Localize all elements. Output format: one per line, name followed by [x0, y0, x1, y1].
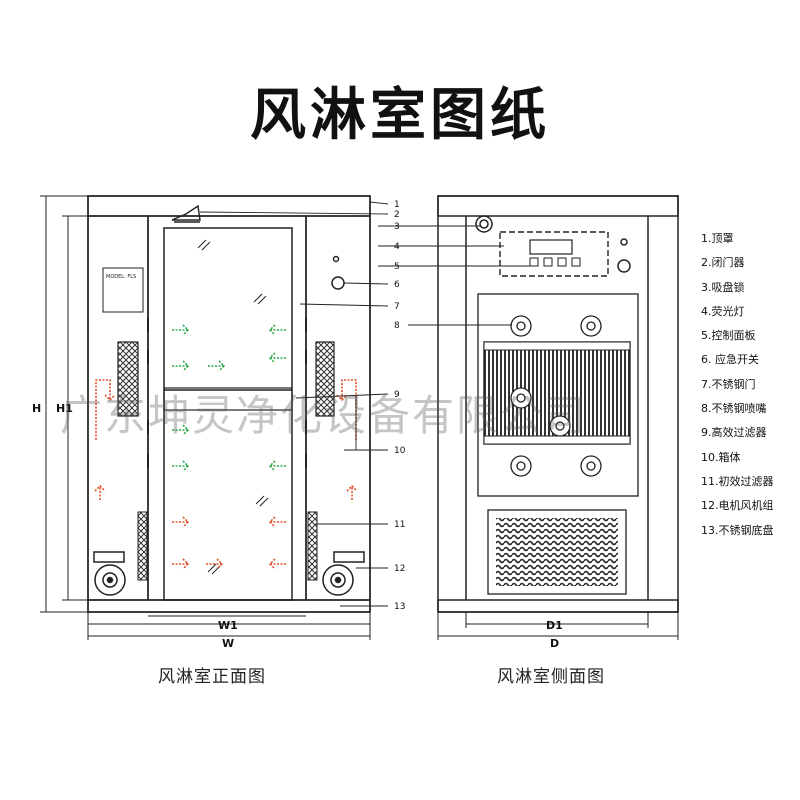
- indicator-light: [332, 255, 340, 263]
- left-fan: [93, 551, 126, 596]
- front-view: MODEL: FLS: [87, 195, 371, 613]
- dim-w1: W1: [218, 619, 238, 632]
- callout-6: 6: [394, 280, 400, 290]
- callout-8: 8: [394, 321, 400, 331]
- callout-10: 10: [394, 446, 406, 456]
- nozzles: [510, 315, 602, 477]
- side-view-caption: 风淋室侧面图: [497, 667, 605, 687]
- callout-9: 9: [394, 390, 400, 400]
- door-frame: [147, 215, 307, 601]
- dim-d1: D1: [546, 619, 563, 632]
- legend-item: 6. 应急开关: [701, 353, 759, 367]
- model-plate: [102, 267, 144, 313]
- legend-item: 1.顶罩: [701, 232, 734, 245]
- red-arrow-loop: [336, 379, 357, 440]
- dim-w: W: [222, 637, 234, 650]
- left-pre-filter: [137, 511, 148, 581]
- legend-item: 3.吸盘锁: [701, 280, 745, 294]
- right-nozzle-box: [315, 341, 335, 417]
- legend-item: 2.闭门器: [701, 256, 745, 270]
- green-arrow-right: [172, 360, 190, 372]
- green-arrow-right: [172, 424, 190, 436]
- legend-item: 8.不锈钢喷嘴: [701, 402, 767, 416]
- red-arrow-right: [206, 558, 224, 570]
- door-inner: [163, 227, 293, 601]
- red-arrow-left: [268, 516, 286, 528]
- front-callouts: 1 2 6 7 9 10 11 12 13: [394, 200, 406, 612]
- side-callouts: 3 4 5 8: [394, 222, 400, 331]
- side-top-hood: [437, 195, 679, 217]
- red-arrow-right: [172, 516, 190, 528]
- dim-d: D: [550, 637, 559, 650]
- right-fan: [322, 551, 365, 596]
- side-leaders: [378, 225, 530, 326]
- red-arrow-up: [94, 484, 106, 500]
- parts-legend: 1.顶罩 2.闭门器 3.吸盘锁 4.荧光灯 5.控制面板 6. 应急开关 7.…: [701, 232, 774, 548]
- lcd-screen: [529, 239, 573, 255]
- intake-vent: [487, 509, 627, 595]
- legend-item: 4.荧光灯: [701, 304, 745, 318]
- callout-2: 2: [394, 210, 400, 220]
- legend-item: 12.电机风机组: [701, 499, 774, 513]
- callout-7: 7: [394, 302, 400, 312]
- callout-12: 12: [394, 564, 405, 574]
- side-view: [437, 195, 679, 613]
- side-base: [437, 599, 679, 613]
- legend-item: 9.高效过滤器: [701, 426, 767, 440]
- legend-item: 7.不锈钢门: [701, 377, 756, 391]
- red-arrow-left: [268, 558, 286, 570]
- green-arrow-left: [268, 352, 286, 364]
- door-handle: [163, 387, 293, 411]
- dim-h1: H1: [56, 402, 73, 415]
- right-pre-filter: [307, 511, 318, 581]
- green-arrow-left: [268, 324, 286, 336]
- nozzle-panel: [477, 293, 639, 497]
- door-hinges: [147, 318, 307, 468]
- suction-lock: [475, 215, 493, 233]
- left-nozzle-box: [117, 341, 139, 417]
- front-leaders: [199, 201, 389, 607]
- callout-3: 3: [394, 222, 400, 232]
- green-arrow-left: [268, 460, 286, 472]
- dim-h: H: [32, 402, 41, 415]
- green-arrow-right: [172, 460, 190, 472]
- front-view-caption: 风淋室正面图: [158, 667, 266, 687]
- front-base: [87, 599, 371, 613]
- emergency-switch: [331, 276, 345, 290]
- side-dimensions: [437, 612, 679, 640]
- green-arrow-right: [172, 324, 190, 336]
- legend-item: 10.箱体: [701, 450, 741, 464]
- door-closer: [171, 204, 201, 223]
- red-arrow-up: [346, 484, 358, 500]
- callout-11: 11: [394, 520, 405, 530]
- legend-item: 5.控制面板: [701, 329, 756, 343]
- drawing-title: 风淋室图纸: [250, 83, 550, 148]
- control-panel: [499, 231, 609, 277]
- callout-5: 5: [394, 262, 400, 272]
- side-indicator: [620, 238, 628, 246]
- red-arrow-loop: [95, 379, 116, 440]
- callout-1: 1: [394, 200, 400, 210]
- side-emergency-switch: [617, 259, 631, 273]
- legend-item: 13.不锈钢底盘: [701, 523, 774, 537]
- green-arrow-right: [208, 360, 226, 372]
- panel-buttons: [529, 257, 581, 267]
- callout-4: 4: [394, 242, 400, 252]
- model-plate-text: MODEL: FLS: [106, 274, 136, 280]
- legend-item: 11.初效过滤器: [701, 474, 774, 488]
- front-dimensions: [40, 195, 371, 640]
- callout-13: 13: [394, 602, 405, 612]
- red-arrow-right: [172, 558, 190, 570]
- glass-marks: [197, 239, 269, 575]
